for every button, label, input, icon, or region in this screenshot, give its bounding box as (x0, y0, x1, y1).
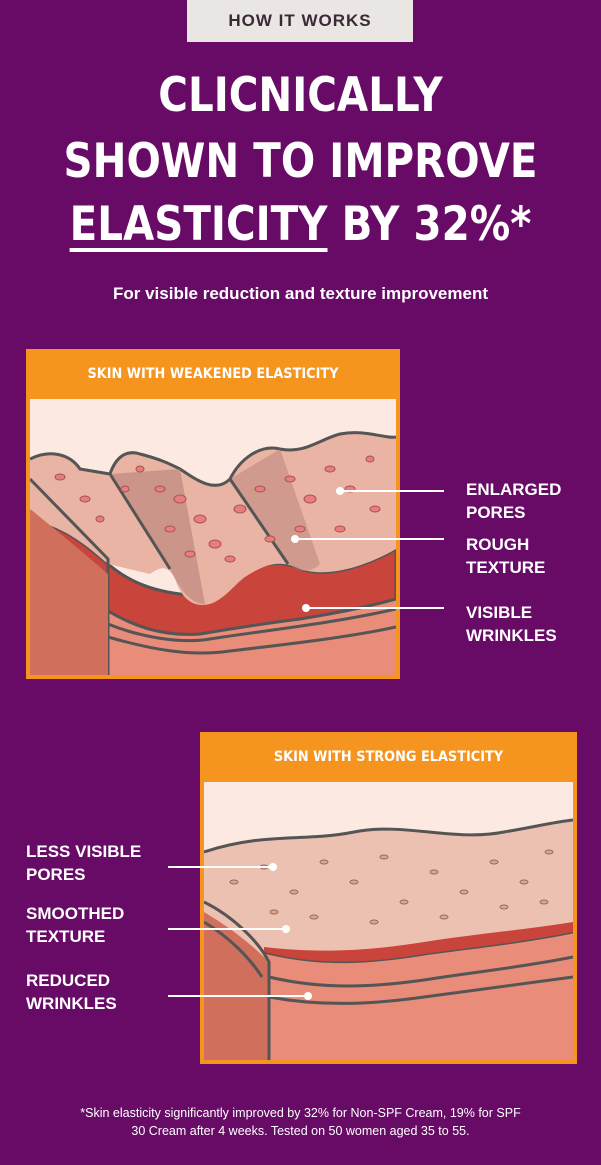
pointer-line-smoothed-texture (168, 928, 286, 930)
label-reduced-wrinkles-l1: REDUCED (26, 971, 111, 990)
pointer-line-rough-texture (295, 538, 444, 540)
pointer-dot-reduced-wrinkles (304, 992, 312, 1000)
label-visible-wrinkles-l1: VISIBLE (466, 603, 533, 622)
pointer-line-visible-wrinkles (306, 607, 444, 609)
label-enlarged-pores-l2: PORES (466, 503, 526, 522)
strong-panel-title: SKIN WITH STRONG ELASTICITY (273, 749, 504, 765)
how-it-works-badge: HOW IT WORKS (187, 0, 413, 42)
label-reduced-wrinkles-l2: WRINKLES (26, 994, 117, 1013)
label-less-visible-pores-l2: PORES (26, 865, 86, 884)
label-visible-wrinkles: VISIBLE WRINKLES (466, 601, 557, 647)
pointer-line-enlarged-pores (340, 490, 444, 492)
label-rough-texture-l1: ROUGH (466, 535, 530, 554)
label-smoothed-texture-l1: SMOOTHED (26, 904, 125, 923)
subheadline: For visible reduction and texture improv… (112, 284, 489, 303)
headline-line-3: ELASTICITY BY 32%* (42, 197, 559, 252)
label-enlarged-pores-l1: ENLARGED (466, 480, 562, 499)
label-visible-wrinkles-l2: WRINKLES (466, 626, 557, 645)
footnote-line-1: *Skin elasticity significantly improved … (80, 1106, 521, 1120)
strong-elasticity-panel: SKIN WITH STRONG ELASTICITY (200, 732, 577, 1064)
pointer-dot-smoothed-texture (282, 925, 290, 933)
footnote-line-2: 30 Cream after 4 weeks. Tested on 50 wom… (131, 1124, 470, 1138)
label-reduced-wrinkles: REDUCED WRINKLES (26, 969, 117, 1015)
label-smoothed-texture-l2: TEXTURE (26, 927, 106, 946)
weak-skin-illustration (30, 399, 396, 675)
headline-by-32: BY 32%* (327, 197, 532, 252)
pointer-line-reduced-wrinkles (168, 995, 308, 997)
headline-line-1: CLICNICALLY (158, 68, 443, 123)
pointer-dot-rough-texture (291, 535, 299, 543)
label-less-visible-pores-l1: LESS VISIBLE (26, 842, 142, 861)
weak-panel-title: SKIN WITH WEAKENED ELASTICITY (87, 366, 339, 382)
footnote: *Skin elasticity significantly improved … (0, 1104, 601, 1140)
strong-skin-illustration (204, 782, 573, 1060)
weak-elasticity-panel: SKIN WITH WEAKENED ELASTICITY (26, 349, 400, 679)
label-smoothed-texture: SMOOTHED TEXTURE (26, 902, 124, 948)
pointer-line-less-visible-pores (168, 866, 273, 868)
label-rough-texture: ROUGH TEXTURE (466, 533, 545, 579)
label-enlarged-pores: ENLARGED PORES (466, 478, 561, 524)
pointer-dot-enlarged-pores (336, 487, 344, 495)
headline-line-2: SHOWN TO IMPROVE (63, 134, 538, 189)
pointer-dot-less-visible-pores (269, 863, 277, 871)
pointer-dot-visible-wrinkles (302, 604, 310, 612)
label-less-visible-pores: LESS VISIBLE PORES (26, 840, 141, 886)
label-rough-texture-l2: TEXTURE (466, 558, 546, 577)
headline-elasticity: ELASTICITY (69, 197, 328, 252)
